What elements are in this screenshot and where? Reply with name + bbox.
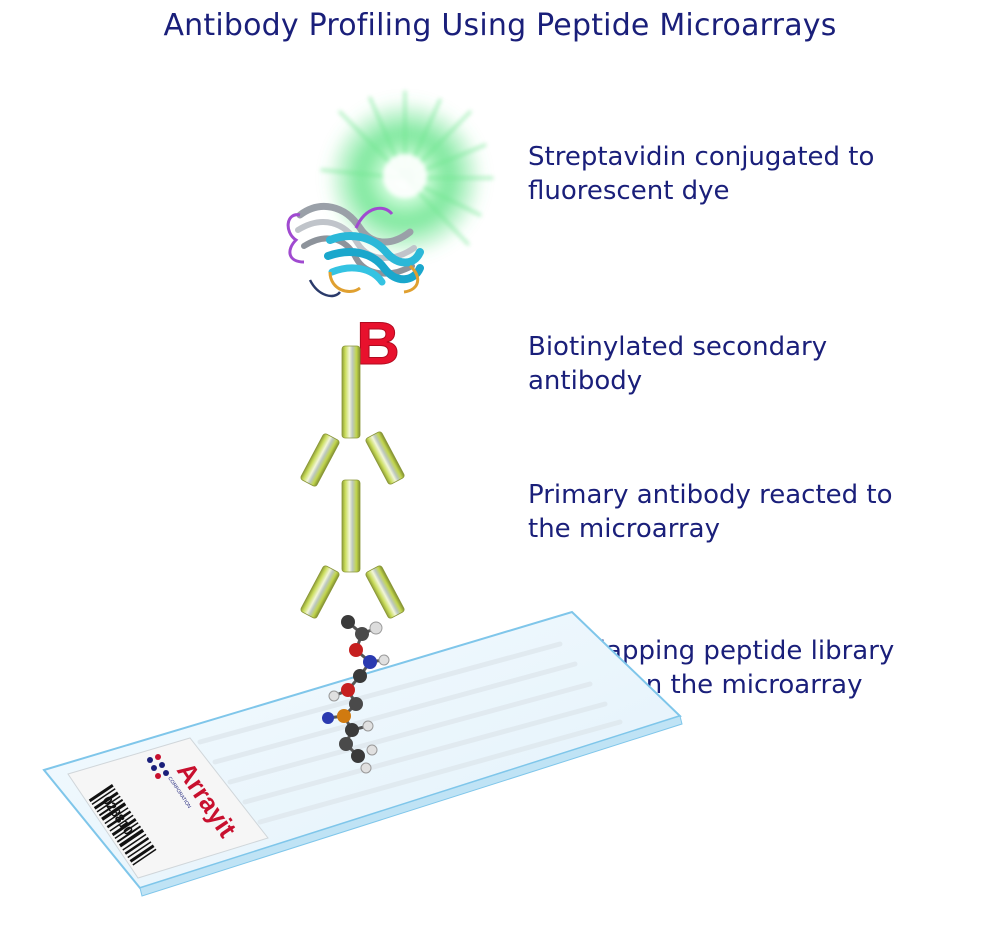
label-secondary-antibody-line1: Biotinylated secondary [528,332,828,362]
label-primary-antibody-line2: the microarray [528,514,720,544]
streptavidin-dye [286,90,494,298]
label-streptavidin-line2: fluorescent dye [528,176,730,206]
diagram-title: Antibody Profiling Using Peptide Microar… [163,8,837,43]
microarray-slide: Arrayit CORPORATION 028810 [42,610,683,897]
label-primary-antibody-line1: Primary antibody reacted to [528,480,893,510]
label-secondary-antibody: Biotinylated secondary antibody [528,330,988,398]
label-streptavidin-line1: Streptavidin conjugated to [528,142,875,172]
label-primary-antibody: Primary antibody reacted to the microarr… [528,478,988,546]
label-streptavidin: Streptavidin conjugated to fluorescent d… [528,140,988,208]
primary-antibody [300,479,405,619]
label-secondary-antibody-line2: antibody [528,366,643,396]
barcode [88,784,157,866]
peptide-molecule [322,615,390,774]
logo-dots-icon [147,754,169,779]
biotin-label: B [356,310,399,377]
fluorescent-glow [320,90,494,258]
protein-ribbon [286,203,424,298]
secondary-antibody [300,345,405,487]
